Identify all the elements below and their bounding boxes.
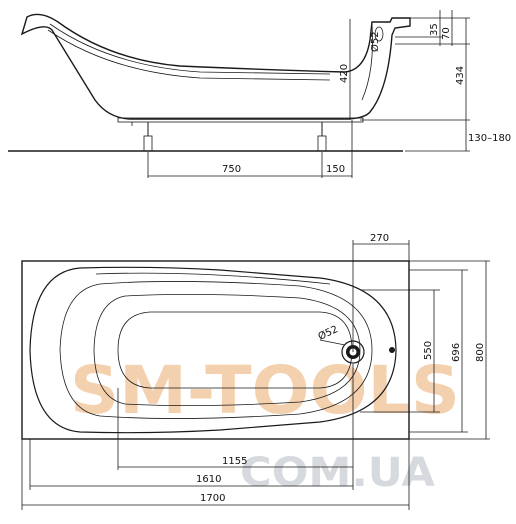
- dim-750-label: 750: [222, 164, 241, 175]
- leg-right: [317, 122, 327, 152]
- tub-inner-curve-1: [49, 23, 331, 75]
- dim-1700-label: 1700: [200, 493, 225, 504]
- dim-270-label: 270: [370, 233, 389, 244]
- dim-d52-top-label: Ø52: [316, 323, 340, 343]
- tub-rim-top: [29, 266, 397, 434]
- dim-800-label: 800: [475, 343, 486, 362]
- leg-left: [143, 122, 153, 152]
- dim-70-label: 70: [441, 27, 452, 40]
- side-view: 420 Ø52 35 70 434 130–180 750 150: [8, 10, 511, 178]
- dim-420-label: 420: [339, 64, 350, 83]
- overflow-hole-top: [389, 347, 395, 353]
- dim-550-label: 550: [423, 341, 434, 360]
- dim-130-180-label: 130–180: [468, 133, 511, 144]
- tub-basin-outer: [59, 281, 373, 419]
- dim-434-label: 434: [455, 66, 466, 85]
- dim-150-label: 150: [326, 164, 345, 175]
- tub-basin-mid: [93, 294, 361, 406]
- dim-696-label: 696: [451, 343, 462, 362]
- dim-1610-label: 1610: [196, 474, 221, 485]
- tub-side-outline: [20, 13, 411, 120]
- watermark: SM-TOOLS COM.UA: [70, 352, 460, 496]
- tub-inner-curve-2: [47, 29, 331, 81]
- watermark-line2: COM.UA: [240, 450, 435, 496]
- tub-armrest-line: [95, 272, 331, 285]
- tub-top-outline: [21, 260, 410, 440]
- dim-d52-side-label: Ø52: [369, 31, 381, 52]
- dim-1155-label: 1155: [222, 456, 247, 467]
- tub-rim-line: [361, 23, 373, 101]
- dim-35-label: 35: [429, 23, 440, 36]
- tub-basin-inner: [117, 311, 353, 389]
- overflow-hole-side: [374, 26, 384, 42]
